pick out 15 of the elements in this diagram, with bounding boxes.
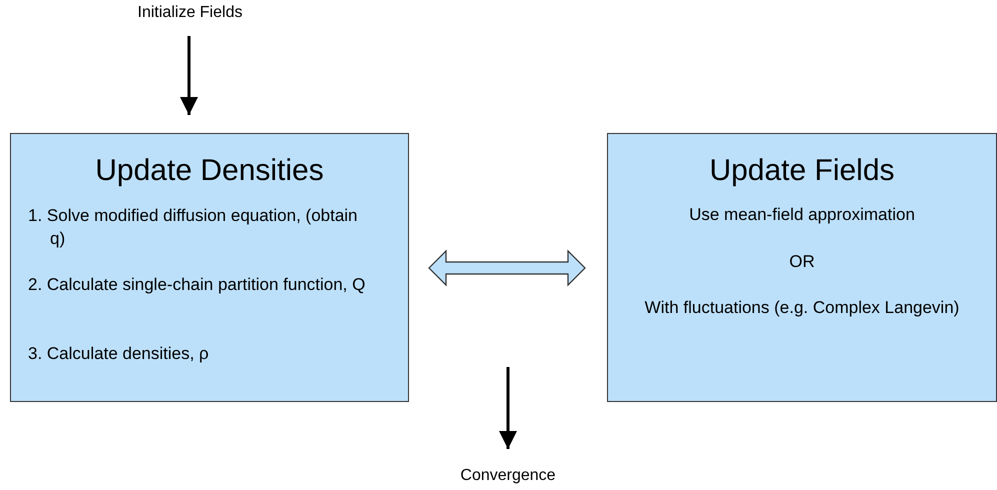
end-label: Convergence <box>430 467 586 489</box>
process-box <box>607 133 997 402</box>
box-title: Update Densities <box>94 154 325 188</box>
list-item: 3. Calculate densities, ρ <box>28 343 210 365</box>
box-title: Update Fields <box>708 154 896 188</box>
body-text: Use mean-field approximation <box>688 204 916 226</box>
process-box <box>10 133 409 402</box>
body-text: With fluctuations (e.g. Complex Langevin) <box>644 297 960 319</box>
start-label: Initialize Fields <box>110 4 270 26</box>
arrow <box>499 367 517 449</box>
list-item: 2. Calculate single-chain partition function, Q <box>28 274 366 296</box>
double-arrow <box>428 250 586 286</box>
list-item: 1. Solve modified diffusion equation, (obtain q) <box>28 205 359 250</box>
body-text: OR <box>788 251 816 273</box>
arrow <box>180 36 198 115</box>
